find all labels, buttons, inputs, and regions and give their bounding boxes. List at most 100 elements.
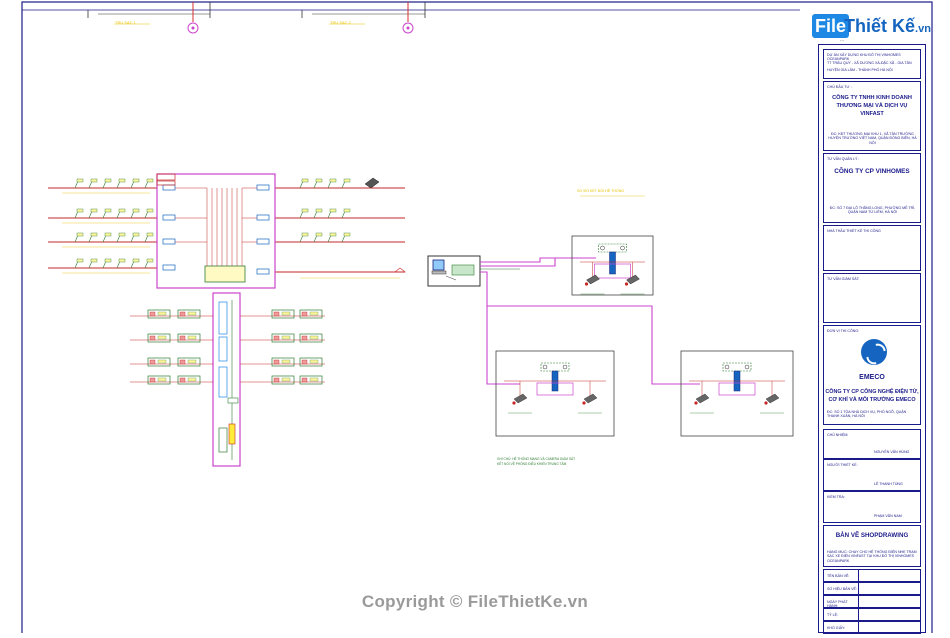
- station-camera-icon: [765, 393, 780, 404]
- signer-role-1: CHỦ NHIỆM:: [827, 433, 849, 437]
- charger-tag: [118, 178, 126, 183]
- station-frame: [598, 243, 627, 253]
- station-camera-icon: [695, 393, 710, 404]
- station-enclosure: [495, 350, 615, 437]
- station-node: [542, 364, 548, 370]
- station-node: [724, 364, 730, 370]
- unit-tag: [309, 359, 319, 364]
- unit-tag: [309, 335, 319, 340]
- title-block-row-divider: [858, 622, 859, 633]
- charger-tag: [329, 232, 337, 237]
- title-block-row-divider: [858, 596, 859, 607]
- contractor-name: CÔNG TY CP CÔNG NGHỆ ĐIỆN TỬ, CƠ KHÍ VÀ …: [825, 389, 919, 403]
- charger-tag: [146, 178, 154, 183]
- charger-tag: [118, 232, 126, 237]
- title-block-row-label: NGÀY PHÁT HÀNH:: [827, 600, 848, 609]
- project-cell: DỰ ÁN XÂY DỰNG KHU ĐÔ THỊ VINHOMES OCEAN…: [823, 49, 921, 79]
- station-node: [620, 245, 625, 251]
- charger-tag: [104, 178, 112, 183]
- unit-tag: [157, 311, 167, 316]
- feeder-breaker: [256, 238, 270, 245]
- signer-name-2: LÊ THANH TÙNG: [874, 482, 903, 486]
- camera-dot: [512, 401, 516, 405]
- signer-row-2: NGƯỜI THIẾT KẾ: LÊ THANH TÙNG: [823, 459, 921, 491]
- station-node: [744, 364, 750, 370]
- charging-unit: [299, 309, 323, 319]
- drawing-desc: HẠNG MỤC: CHẠY CHO HỆ THỐNG ĐIỆN NHẸ TRẠ…: [827, 550, 917, 563]
- unit-indicator: [149, 359, 156, 365]
- feeder-breaker: [162, 214, 176, 221]
- charger-tag: [76, 178, 84, 183]
- charging-unit: [177, 357, 201, 367]
- camera-dot: [584, 282, 589, 286]
- charger-post: [609, 251, 616, 275]
- charger-tag: [90, 258, 98, 263]
- charger-tag: [90, 232, 98, 237]
- unit-indicator: [273, 359, 280, 365]
- signer-role-3: KIỂM TRA:: [827, 495, 845, 499]
- title-block-row-label: TỶ LỆ:: [827, 613, 838, 617]
- charging-unit: [147, 375, 171, 385]
- station-camera-icon: [586, 274, 600, 285]
- design-label: NHÀ THẦU THIẾT KẾ THI CÔNG: [827, 229, 881, 233]
- feeder-breaker: [162, 184, 176, 191]
- charger-tag: [146, 208, 154, 213]
- charger-tag: [90, 178, 98, 183]
- charger-tag: [104, 258, 112, 263]
- title-block-row: SỐ HIỆU BẢN VẼ:: [823, 582, 921, 595]
- main-distribution-panel: [156, 173, 276, 289]
- signer-row-1: CHỦ NHIỆM: NGUYỄN VĂN HÙNG: [823, 429, 921, 459]
- title-block-row-label: TÊN BẢN VẼ:: [827, 574, 850, 578]
- unit-indicator: [273, 335, 280, 341]
- network-switch: [451, 264, 475, 276]
- contractor-brand: EMECO: [859, 374, 885, 381]
- charging-unit: [177, 309, 201, 319]
- charger-tag: [343, 208, 351, 213]
- unit-tag: [187, 377, 197, 382]
- consultant-label: TƯ VẤN QUẢN LÝ :: [827, 157, 860, 161]
- unit-tag: [157, 359, 167, 364]
- charger-tag: [132, 258, 140, 263]
- charger-tag: [118, 208, 126, 213]
- title-block-row: NGÀY PHÁT HÀNH:: [823, 595, 921, 608]
- charger-tag: [146, 258, 154, 263]
- title-block-row-divider: [858, 583, 859, 594]
- legend-line-1: GHI CHÚ: HỆ THỐNG MẠNG VÀ CAMERA GIÁM SÁ…: [497, 456, 575, 461]
- unit-tag: [187, 335, 197, 340]
- station-enclosure: [680, 350, 794, 437]
- charger-tag: [315, 232, 323, 237]
- camera-dot: [582, 401, 586, 405]
- riser-column: [212, 292, 241, 467]
- signer-name-3: PHẠM VĂN NAM: [874, 514, 902, 518]
- unit-tag: [309, 377, 319, 382]
- unit-indicator: [301, 359, 308, 365]
- unit-indicator: [273, 377, 280, 383]
- charger-tag: [104, 232, 112, 237]
- logo-text: Thiết Kế: [844, 16, 916, 36]
- owner-name: CÔNG TY TNHH KINH DOANH THƯƠNG MẠI VÀ DỊ…: [832, 95, 912, 117]
- top-fragment-right: TRỤ SẠC 2: [301, 2, 426, 34]
- feeder-breaker: [256, 184, 270, 191]
- signer-name-1: NGUYỄN VĂN HÙNG: [874, 450, 910, 454]
- station-camera-icon: [626, 274, 640, 285]
- feeder-breaker: [162, 238, 176, 245]
- signer-row-3: KIỂM TRA: PHẠM VĂN NAM: [823, 491, 921, 523]
- charger-tag: [76, 208, 84, 213]
- diagram-caption: SƠ ĐỒ KẾT NỐI HỆ THỐNG: [577, 188, 624, 193]
- copyright-watermark: Copyright © FileThietKe.vn: [361, 592, 589, 611]
- drawing-type: BẢN VẼ SHOPDRAWING: [835, 532, 909, 539]
- logo-suffix: .vn: [915, 23, 931, 35]
- charging-unit: [271, 333, 295, 343]
- project-line-1: TT TRÂU QUỲ - XÃ DƯƠNG XÁ-ĐẶC XÃ - GIA T…: [827, 61, 912, 65]
- unit-indicator: [301, 335, 308, 341]
- title-block-row: TÊN BẢN VẼ:: [823, 569, 921, 582]
- logo-file-badge: File: [812, 14, 850, 38]
- charging-unit: [271, 375, 295, 385]
- busbar-block: [204, 265, 246, 283]
- station-frame: [722, 362, 752, 372]
- charger-tag: [329, 208, 337, 213]
- consultant-name: CÔNG TY CP VINHOMES: [834, 168, 910, 175]
- signer-role-2: NGƯỜI THIẾT KẾ:: [827, 463, 858, 467]
